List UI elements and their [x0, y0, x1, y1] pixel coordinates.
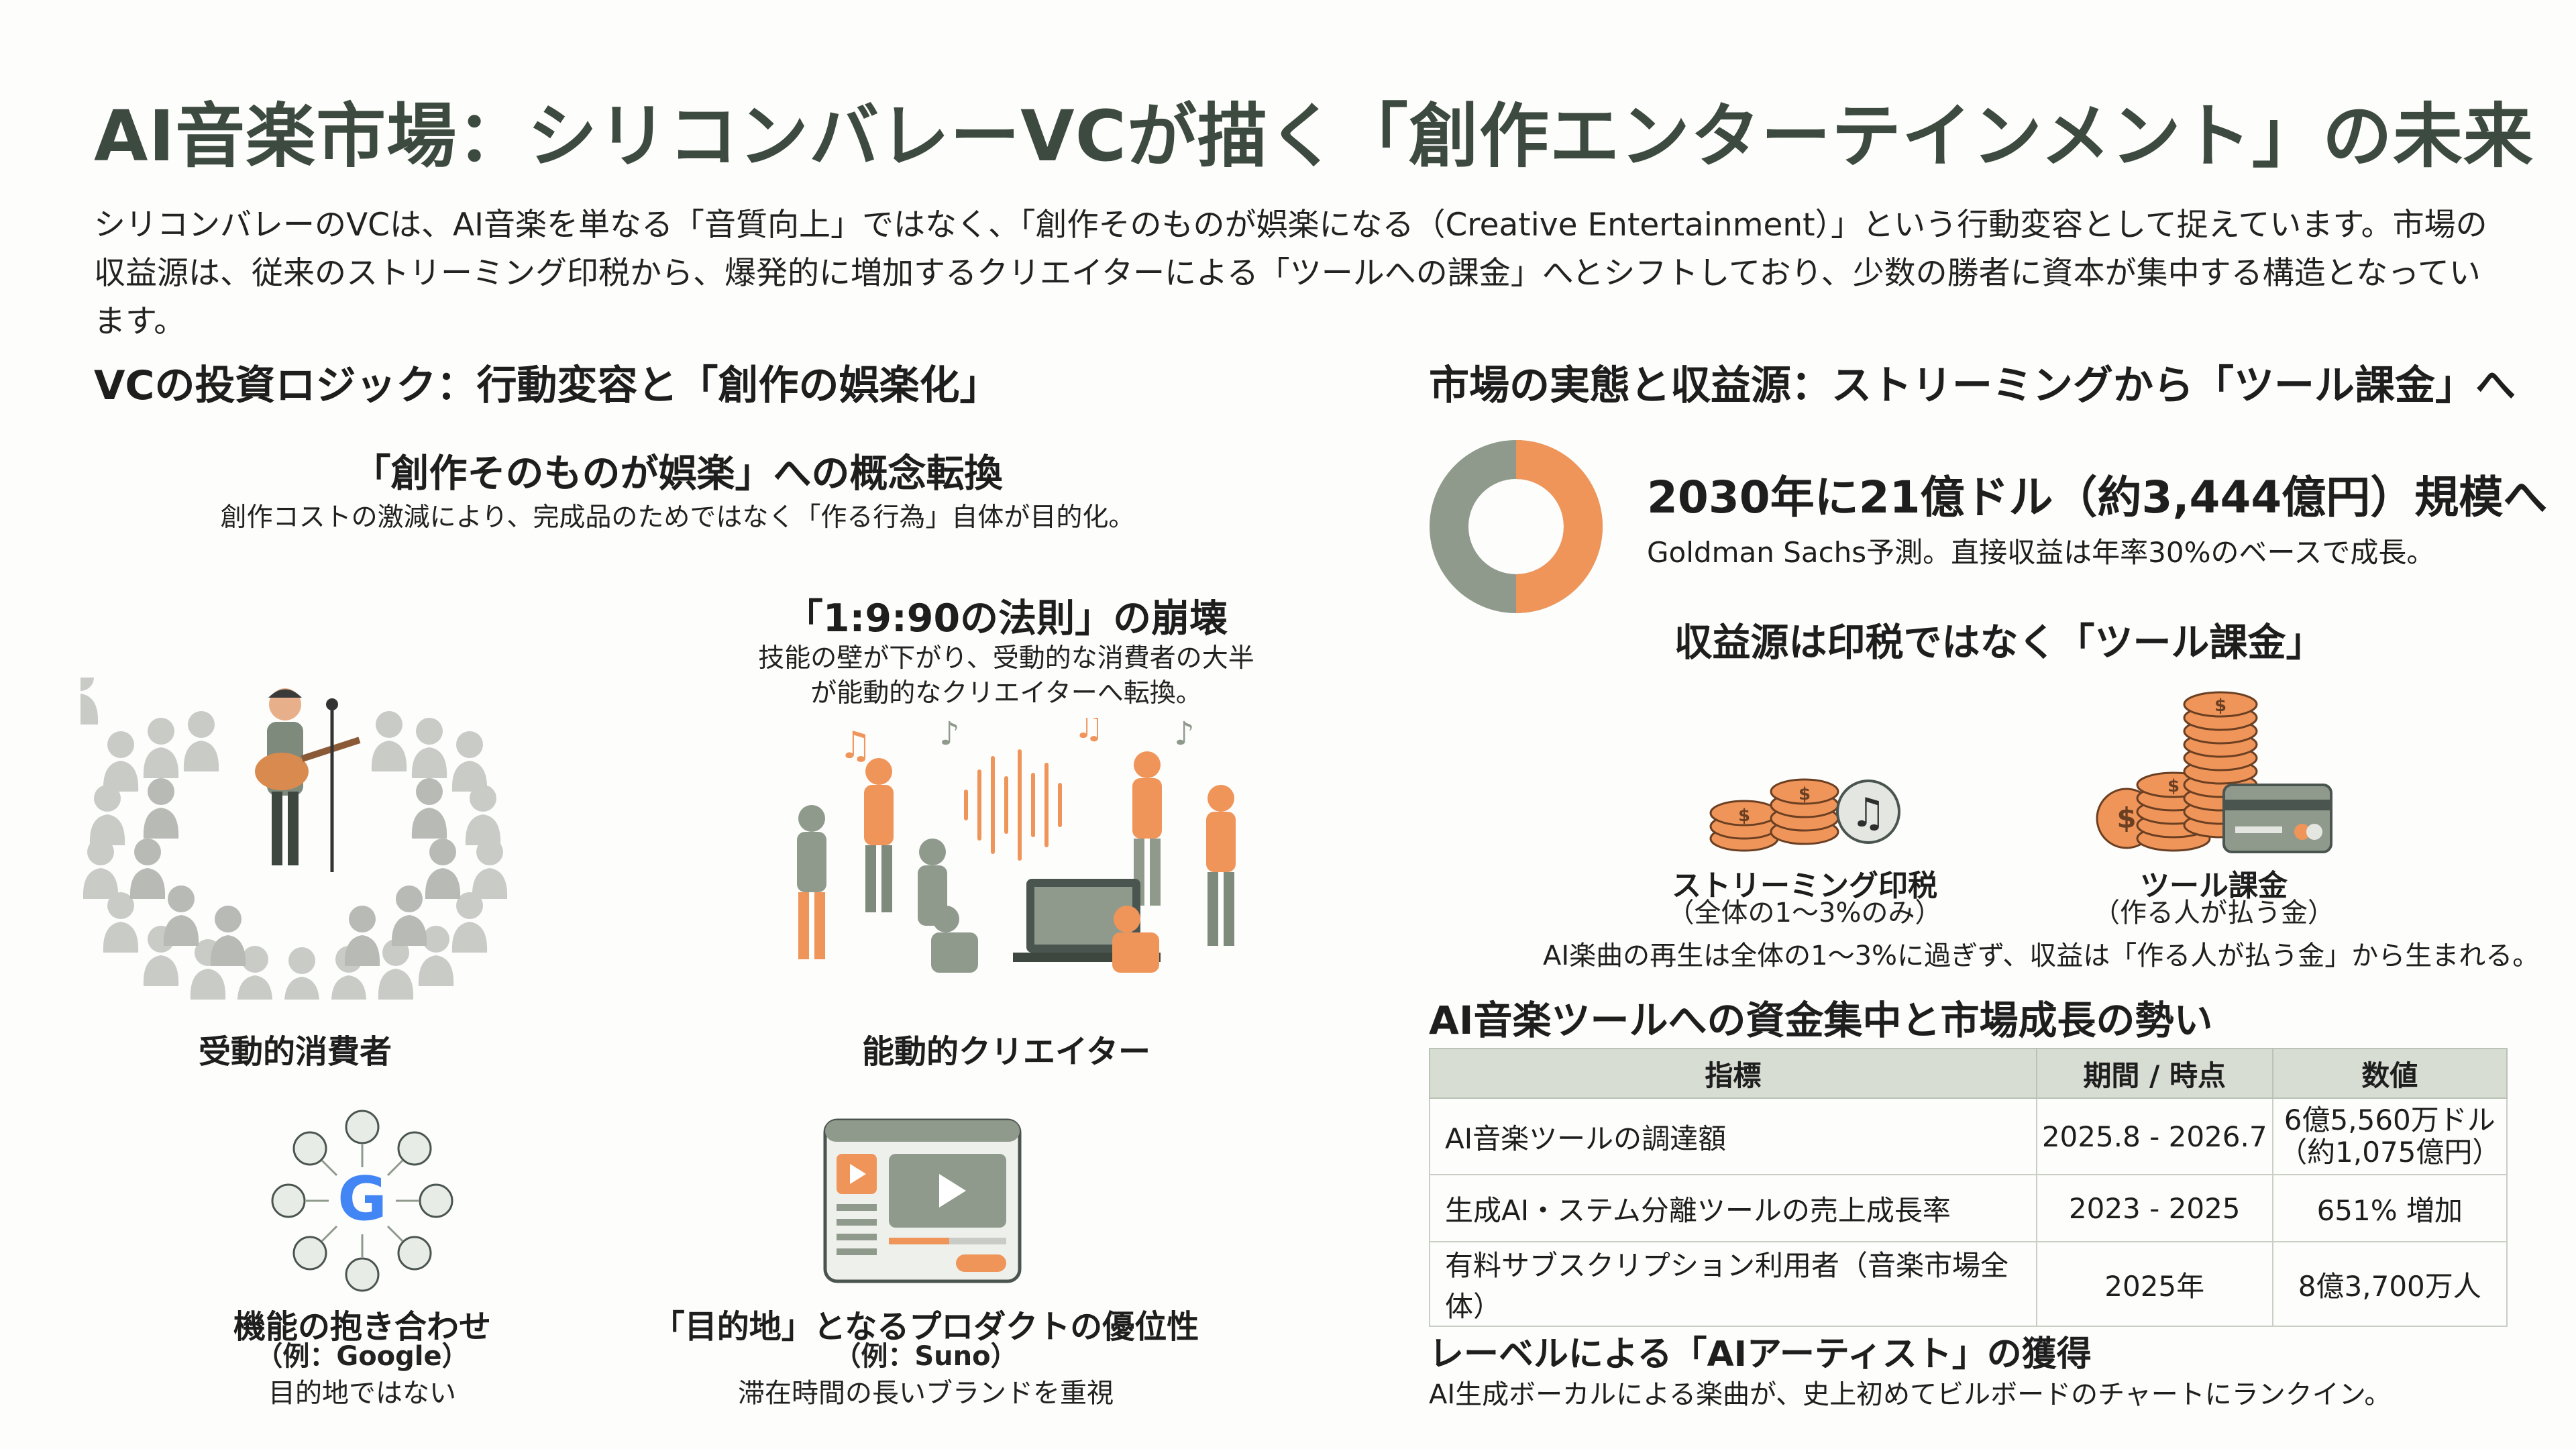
- svg-text:G: G: [337, 1164, 387, 1234]
- svg-text:$: $: [2214, 696, 2226, 716]
- revenue-title: 収益源は印税ではなく「ツール課金」: [1674, 621, 2324, 665]
- google-logo-icon: G: [337, 1164, 387, 1234]
- svg-text:♫: ♫: [839, 724, 872, 767]
- concept-desc: 創作コストの激減により、完成品のためではなく「作る行為」自体が目的化。: [220, 502, 1135, 533]
- svg-text:$: $: [2167, 776, 2180, 796]
- coin-stack-icon: [1709, 778, 1839, 852]
- table-cell: 2023 - 2025: [2035, 1174, 2273, 1242]
- google-bundle-illustration: G: [271, 1110, 453, 1292]
- market-title: 2030年に21億ドル（約3,444億円）規模へ: [1647, 472, 2548, 523]
- rule-desc: 技能の壁が下がり、受動的な消費者の大半 が能動的なクリエイターへ転換。: [731, 641, 1281, 711]
- left-heading: VCの投資ロジック：行動変容と「創作の娯楽化」: [94, 362, 1000, 409]
- table-cell: AI音楽ツールの調達額: [1429, 1097, 2037, 1175]
- rule-title: 「1:9:90の法則」の崩壊: [784, 596, 1228, 641]
- svg-text:$: $: [1799, 784, 1811, 804]
- svg-text:♫: ♫: [1073, 718, 1105, 747]
- creators-icon: ♫ ♪ ♫ ♪: [797, 718, 1236, 973]
- svg-text:$: $: [1738, 806, 1750, 826]
- page-title: AI音楽市場：シリコンバレーVCが描く「創作エンターテインメント」の未来: [94, 95, 2534, 177]
- tool-label: ツール課金: [2140, 869, 2288, 903]
- bundle-note: 目的地ではない: [268, 1378, 456, 1409]
- bundle-example: （例：Google）: [256, 1341, 469, 1372]
- funding-table: 指標 期間 / 時点 数値 AI音楽ツールの調達額 2025.8 - 2026.…: [1429, 1048, 2508, 1327]
- destination-note: 滞在時間の長いブランドを重視: [738, 1378, 1114, 1409]
- label-title: レーベルによる「AIアーティスト」の獲得: [1429, 1334, 2092, 1375]
- table-cell: 6億5,560万ドル （約1,075億円）: [2271, 1097, 2508, 1175]
- crowd-icon: [80, 678, 508, 1000]
- active-label: 能動的クリエイター: [861, 1033, 1151, 1071]
- table-cell: 2025.8 - 2026.7: [2035, 1097, 2273, 1175]
- table-heading: AI音楽ツールへの資金集中と市場成長の勢い: [1429, 998, 2213, 1043]
- intro-paragraph: シリコンバレーのVCは、AI音楽を単なる「音質向上」ではなく、「創作そのものが娯…: [94, 207, 2487, 340]
- crowd-illustration: [80, 678, 508, 1000]
- bundle-title: 機能の抱き合わせ: [233, 1308, 491, 1346]
- svg-text:♪: ♪: [1174, 718, 1195, 753]
- table-cell: 8億3,700万人: [2271, 1241, 2508, 1327]
- music-note-icon: ♫: [1836, 780, 1900, 844]
- streaming-label: ストリーミング印税: [1672, 869, 1937, 903]
- concept-title: 「創作そのものが娯楽」への概念転換: [352, 451, 1003, 496]
- svg-text:♪: ♪: [939, 718, 960, 753]
- table-cell: 651% 増加: [2271, 1174, 2508, 1242]
- col-header-metric: 指標: [1429, 1048, 2037, 1099]
- destination-title: 「目的地」となるプロダクトの優位性: [652, 1308, 1199, 1346]
- table-row: 有料サブスクリプション利用者（音楽市場全体） 2025年 8億3,700万人: [1429, 1241, 2508, 1327]
- svg-text:$: $: [2116, 802, 2136, 835]
- label-desc: AI生成ボーカルによる楽曲が、史上初めてビルボードのチャートにランクイン。: [1429, 1379, 2392, 1410]
- streaming-coins-illustration: $ $ ♫: [1709, 778, 1900, 852]
- tool-sub: （作る人が払う金）: [2093, 898, 2334, 928]
- credit-card-icon: [2222, 784, 2332, 853]
- revenue-note: AI楽曲の再生は全体の1〜3%に過ぎず、収益は「作る人が払う金」から生まれる。: [1543, 941, 2540, 971]
- destination-example: （例：Suno）: [834, 1341, 1018, 1372]
- table-row: 生成AI・ステム分離ツールの売上成長率 2023 - 2025 651% 増加: [1429, 1174, 2508, 1242]
- table-row: AI音楽ツールの調達額 2025.8 - 2026.7 6億5,560万ドル （…: [1429, 1097, 2508, 1175]
- donut-chart-icon: [1430, 440, 1603, 613]
- app-window-icon: [823, 1118, 1022, 1283]
- coin-stack-icon: [2096, 691, 2258, 852]
- rule-desc-line1: 技能の壁が下がり、受動的な消費者の大半: [758, 643, 1254, 674]
- performer-icon: [255, 688, 361, 872]
- table-header-row: 指標 期間 / 時点 数値: [1429, 1048, 2508, 1099]
- table-cell: 有料サブスクリプション利用者（音楽市場全体）: [1429, 1241, 2037, 1327]
- passive-label: 受動的消費者: [198, 1033, 392, 1071]
- col-header-period: 期間 / 時点: [2035, 1048, 2273, 1099]
- rule-desc-line2: が能動的なクリエイターへ転換。: [810, 678, 1202, 708]
- creators-illustration: ♫ ♪ ♫ ♪: [797, 718, 1236, 973]
- tool-coins-illustration: $ $ $: [2096, 691, 2332, 853]
- table-cell: 2025年: [2035, 1241, 2273, 1327]
- app-window-illustration: [823, 1118, 1022, 1283]
- col-header-value: 数値: [2271, 1048, 2508, 1099]
- market-desc: Goldman Sachs予測。直接収益は年率30%のベースで成長。: [1647, 536, 2435, 569]
- table-cell: 生成AI・ステム分離ツールの売上成長率: [1429, 1174, 2037, 1242]
- svg-text:♫: ♫: [1850, 790, 1886, 837]
- streaming-sub: （全体の1〜3%のみ）: [1667, 898, 1942, 928]
- right-heading: 市場の実態と収益源：ストリーミングから「ツール課金」へ: [1429, 362, 2516, 409]
